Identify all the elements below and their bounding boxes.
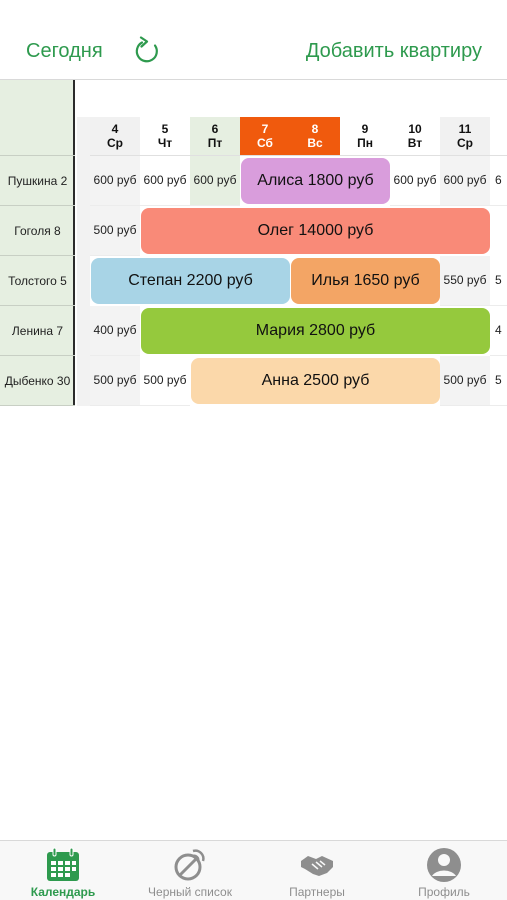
- tab-label: Черный список: [148, 885, 232, 899]
- price-cell[interactable]: 550 руб: [440, 256, 490, 306]
- tab-calendar[interactable]: Календарь: [0, 841, 126, 900]
- profile-icon: [427, 848, 461, 882]
- tab-partners[interactable]: Партнеры: [254, 841, 380, 900]
- top-bar: Сегодня Добавить квартиру: [0, 0, 507, 80]
- price-cell[interactable]: 600 руб: [190, 156, 240, 206]
- apartments-column: Пушкина 2 Гоголя 8 Толстого 5 Ленина 7 Д…: [0, 80, 75, 406]
- calendar-icon: [47, 847, 79, 881]
- tab-bar: Календарь Черный список Партнеры Профиль: [0, 840, 507, 900]
- price-cell[interactable]: 4: [490, 306, 507, 356]
- corner-cell: [0, 80, 75, 156]
- price-cell[interactable]: 600 руб: [440, 156, 490, 206]
- tab-label: Партнеры: [289, 885, 345, 899]
- booking-anna[interactable]: Анна 2500 руб: [191, 358, 440, 404]
- handshake-icon: [301, 856, 333, 876]
- tab-label: Профиль: [418, 885, 470, 899]
- price-cell[interactable]: 500 руб: [440, 356, 490, 406]
- day-header[interactable]: 1Ч: [490, 117, 507, 156]
- tab-blacklist[interactable]: Черный список: [127, 841, 253, 900]
- booking-ilya[interactable]: Илья 1650 руб: [291, 258, 440, 304]
- apartment-label[interactable]: Ленина 7: [0, 306, 75, 356]
- tab-label: Календарь: [30, 885, 96, 899]
- price-cell[interactable]: 6: [490, 156, 507, 206]
- apartment-label[interactable]: Толстого 5: [0, 256, 75, 306]
- price-cell[interactable]: 500 руб: [140, 356, 190, 406]
- apartment-label[interactable]: Пушкина 2: [0, 156, 75, 206]
- refresh-icon[interactable]: [133, 36, 161, 66]
- blocked-phone-icon: [174, 849, 205, 881]
- price-cell[interactable]: 600 руб: [90, 156, 140, 206]
- booking-calendar: Пушкина 2 Гоголя 8 Толстого 5 Ленина 7 Д…: [0, 80, 507, 406]
- booking-maria[interactable]: Мария 2800 руб: [141, 308, 490, 354]
- price-cell[interactable]: 500 руб: [90, 356, 140, 406]
- apartment-label[interactable]: Дыбенко 30: [0, 356, 75, 406]
- apartment-label[interactable]: Гоголя 8: [0, 206, 75, 256]
- tab-profile[interactable]: Профиль: [381, 841, 507, 900]
- booking-oleg[interactable]: Олег 14000 руб: [141, 208, 490, 254]
- price-cell[interactable]: 500 руб: [90, 206, 140, 256]
- price-cell[interactable]: 5: [490, 356, 507, 406]
- booking-alisa[interactable]: Алиса 1800 руб: [241, 158, 390, 204]
- grid-gutter: [77, 117, 90, 406]
- price-cell[interactable]: 5: [490, 256, 507, 306]
- price-cell[interactable]: 400 руб: [90, 306, 140, 356]
- booking-stepan[interactable]: Степан 2200 руб: [91, 258, 290, 304]
- price-cell[interactable]: 600 руб: [140, 156, 190, 206]
- add-apartment-button[interactable]: Добавить квартиру: [305, 40, 482, 62]
- today-button[interactable]: Сегодня: [26, 40, 103, 62]
- price-cell[interactable]: 600 руб: [390, 156, 440, 206]
